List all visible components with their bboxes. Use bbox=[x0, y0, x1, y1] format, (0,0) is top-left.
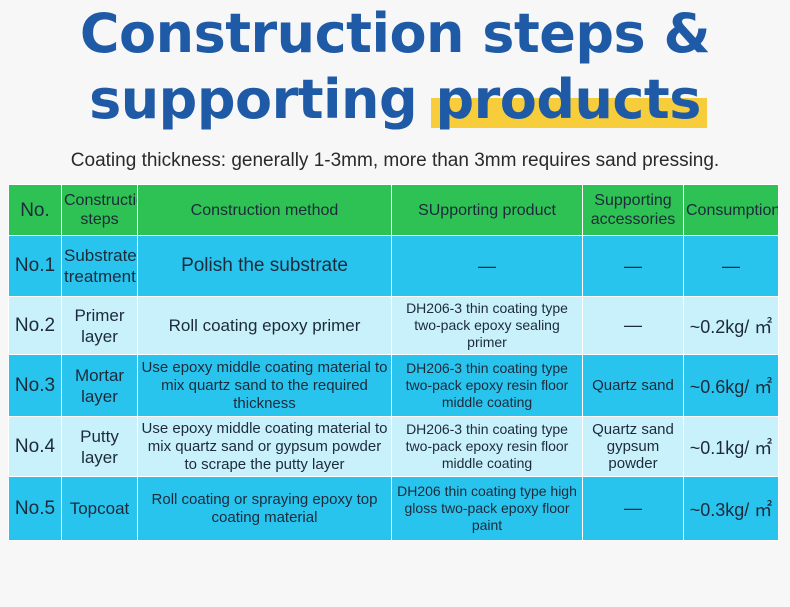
table-row: No.1 Substrate treatment Polish the subs… bbox=[8, 235, 779, 297]
header-supporting-accessories: Supporting accessories bbox=[582, 184, 684, 236]
coating-thickness-note: Coating thickness: generally 1-3mm, more… bbox=[70, 150, 720, 171]
page-title-line-1: Construction steps & bbox=[79, 2, 711, 65]
construction-step: Putty layer bbox=[61, 416, 138, 477]
row-number: No.4 bbox=[8, 416, 62, 477]
table-row: No.5 Topcoat Roll coating or spraying ep… bbox=[8, 476, 779, 541]
construction-method: Roll coating epoxy primer bbox=[137, 296, 392, 355]
consumption: ~0.6kg/ ㎡ bbox=[683, 354, 779, 417]
supporting-accessories: — bbox=[582, 235, 684, 297]
consumption: — bbox=[683, 235, 779, 297]
table-row: No.3 Mortar layer Use epoxy middle coati… bbox=[8, 354, 779, 417]
supporting-accessories: — bbox=[582, 476, 684, 541]
table-row: No.4 Putty layer Use epoxy middle coatin… bbox=[8, 416, 779, 477]
construction-step: Topcoat bbox=[61, 476, 138, 541]
construction-method: Roll coating or spraying epoxy top coati… bbox=[137, 476, 392, 541]
supporting-accessories: Quartz sand bbox=[582, 354, 684, 417]
consumption: ~0.2kg/ ㎡ bbox=[683, 296, 779, 355]
title-highlight-text: products bbox=[431, 68, 708, 132]
header-consumption: Consumption bbox=[683, 184, 779, 236]
title-plain-text: supporting bbox=[89, 68, 436, 131]
supporting-product: DH206-3 thin coating type two-pack epoxy… bbox=[391, 354, 583, 417]
supporting-product: DH206 thin coating type high gloss two-p… bbox=[391, 476, 583, 541]
page-title-line-2: supporting products bbox=[0, 68, 790, 132]
consumption: ~0.1kg/ ㎡ bbox=[683, 416, 779, 477]
header-supporting-product: SUpporting product bbox=[391, 184, 583, 236]
construction-step: Substrate treatment bbox=[61, 235, 138, 297]
supporting-product: DH206-3 thin coating type two-pack epoxy… bbox=[391, 416, 583, 477]
row-number: No.2 bbox=[8, 296, 62, 355]
construction-method: Polish the substrate bbox=[137, 235, 392, 297]
row-number: No.1 bbox=[8, 235, 62, 297]
header-no: No. bbox=[8, 184, 62, 236]
construction-method: Use epoxy middle coating material to mix… bbox=[137, 416, 392, 477]
supporting-accessories: — bbox=[582, 296, 684, 355]
supporting-product: DH206-3 thin coating type two-pack epoxy… bbox=[391, 296, 583, 355]
consumption: ~0.3kg/ ㎡ bbox=[683, 476, 779, 541]
supporting-accessories: Quartz sand gypsum powder bbox=[582, 416, 684, 477]
table-header-row: No. Construction steps Construction meth… bbox=[8, 184, 779, 236]
row-number: No.5 bbox=[8, 476, 62, 541]
supporting-product: — bbox=[391, 235, 583, 297]
construction-method: Use epoxy middle coating material to mix… bbox=[137, 354, 392, 417]
table-row: No.2 Primer layer Roll coating epoxy pri… bbox=[8, 296, 779, 355]
header-construction-method: Construction method bbox=[137, 184, 392, 236]
header-construction-steps: Construction steps bbox=[61, 184, 138, 236]
construction-step: Primer layer bbox=[61, 296, 138, 355]
construction-step: Mortar layer bbox=[61, 354, 138, 417]
construction-steps-table: No. Construction steps Construction meth… bbox=[8, 184, 779, 541]
title-highlight-word: products bbox=[435, 68, 701, 131]
row-number: No.3 bbox=[8, 354, 62, 417]
